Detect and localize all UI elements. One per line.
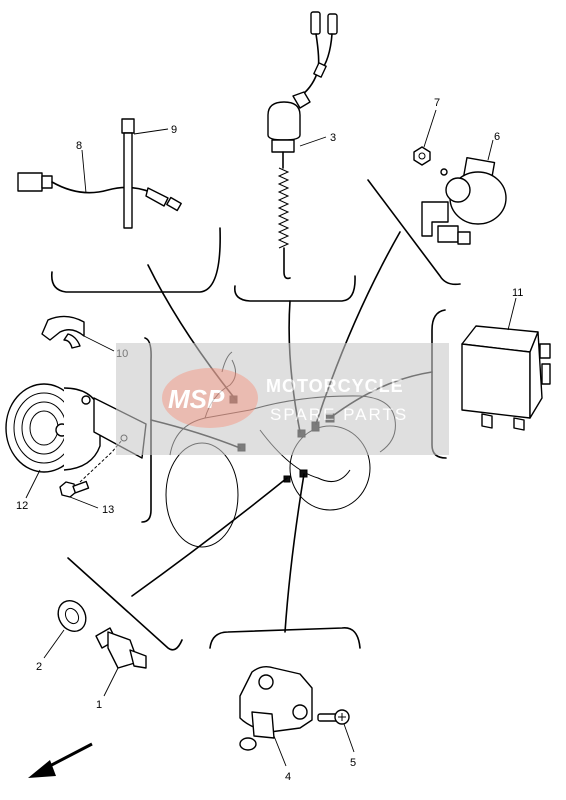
- bracket-top-right: [367, 179, 461, 286]
- relay-connector-tab: [457, 231, 471, 245]
- callout-4: 4: [285, 771, 291, 783]
- washer-outer: [57, 599, 87, 633]
- connector-pin: [310, 11, 321, 35]
- sensor-body: [145, 187, 169, 207]
- callout-3: 3: [330, 132, 336, 144]
- callout-5: 5: [350, 757, 356, 769]
- part-7-nut: [413, 109, 437, 166]
- part-13-bolt: [59, 439, 123, 509]
- callout-leader: [83, 335, 115, 352]
- mount-ear: [292, 704, 308, 720]
- callout-1: 1: [96, 699, 102, 711]
- callout-11: 11: [512, 287, 523, 299]
- callout-leader: [103, 667, 119, 697]
- spring: [277, 167, 290, 249]
- part-8-wire-harness: [17, 149, 182, 212]
- bracket-top-center: [233, 275, 356, 302]
- switch-nut: [271, 139, 295, 153]
- callout-leader: [81, 149, 87, 194]
- part-9-cable-tie: [121, 118, 169, 229]
- clamp-lip: [63, 333, 81, 349]
- callout-12: 12: [16, 500, 28, 512]
- mount-ear: [258, 674, 274, 690]
- callout-13: 13: [102, 504, 114, 516]
- relay-cap: [445, 177, 471, 203]
- connector-pin: [327, 13, 338, 35]
- switch-terminal: [129, 649, 147, 669]
- front-direction-arrow-icon: [28, 742, 93, 778]
- callout-leader: [507, 297, 517, 331]
- callout-6: 6: [494, 131, 500, 143]
- switch-plunger: [239, 737, 257, 751]
- connector-latch: [41, 175, 53, 189]
- part-5-screw: [317, 709, 355, 753]
- callout-leader: [273, 735, 287, 767]
- connector: [17, 172, 43, 192]
- washer-hole: [64, 607, 80, 625]
- relay-bracket: [421, 201, 449, 237]
- relay-tab: [481, 413, 493, 429]
- leader-line: [131, 477, 288, 597]
- callout-9: 9: [171, 124, 177, 136]
- relay-connector: [437, 225, 459, 243]
- screw-slot: [338, 713, 346, 721]
- leader-line: [284, 473, 305, 633]
- wire-sleeve: [313, 62, 327, 78]
- cable-boot: [292, 91, 311, 109]
- switch-housing: [239, 665, 313, 733]
- spring-hook: [283, 247, 291, 280]
- tie-strap: [123, 132, 133, 229]
- tie-head: [121, 118, 135, 134]
- callout-8: 8: [76, 140, 82, 152]
- relay-terminal: [541, 363, 551, 385]
- wire: [51, 181, 151, 194]
- relay-tab: [513, 417, 525, 431]
- part-2-washer: [43, 599, 87, 659]
- watermark: MSP MOTORCYCLE SPARE PARTS: [116, 343, 449, 455]
- clamp-body: [41, 315, 85, 341]
- part-1-neutral-switch: [95, 627, 147, 697]
- switch-hex: [107, 631, 139, 669]
- watermark-line2: SPARE PARTS: [270, 405, 408, 424]
- bracket-top-left: [50, 227, 221, 293]
- bolt-shank: [72, 480, 90, 494]
- part-6-starter-relay: [421, 139, 507, 245]
- wire: [301, 33, 320, 96]
- callout-leader: [487, 139, 494, 161]
- bracket-bottom-left: [67, 557, 183, 651]
- part-11-relay-unit: [461, 297, 551, 431]
- callout-leader: [133, 128, 169, 135]
- callout-leader: [343, 723, 355, 753]
- front-wheel-outline: [165, 442, 239, 548]
- callout-leader: [299, 136, 327, 147]
- sensor-tip: [166, 196, 182, 212]
- watermark-line1: MOTORCYCLE: [266, 376, 404, 396]
- horn-terminal: [81, 395, 91, 405]
- callout-2: 2: [36, 661, 42, 673]
- relay-post: [440, 168, 448, 176]
- part-3-brake-switch: [267, 11, 338, 280]
- callout-7: 7: [434, 97, 440, 109]
- nut-hex: [413, 146, 431, 166]
- watermark-logo-shape: [162, 368, 258, 428]
- switch-plunger-housing: [251, 711, 275, 739]
- callout-leader: [69, 496, 99, 509]
- relay-terminal: [539, 343, 551, 359]
- part-4-switch-assembly: [239, 665, 313, 767]
- callout-leader: [25, 469, 41, 499]
- nut-hole: [418, 152, 426, 160]
- relay-box-side: [529, 331, 543, 419]
- watermark-logo: MSP: [168, 384, 225, 414]
- callout-leader: [43, 629, 65, 659]
- relay-box-front: [461, 343, 531, 419]
- part-10-clamp: [41, 315, 115, 352]
- switch-body: [267, 101, 301, 141]
- callout-leader: [423, 109, 437, 148]
